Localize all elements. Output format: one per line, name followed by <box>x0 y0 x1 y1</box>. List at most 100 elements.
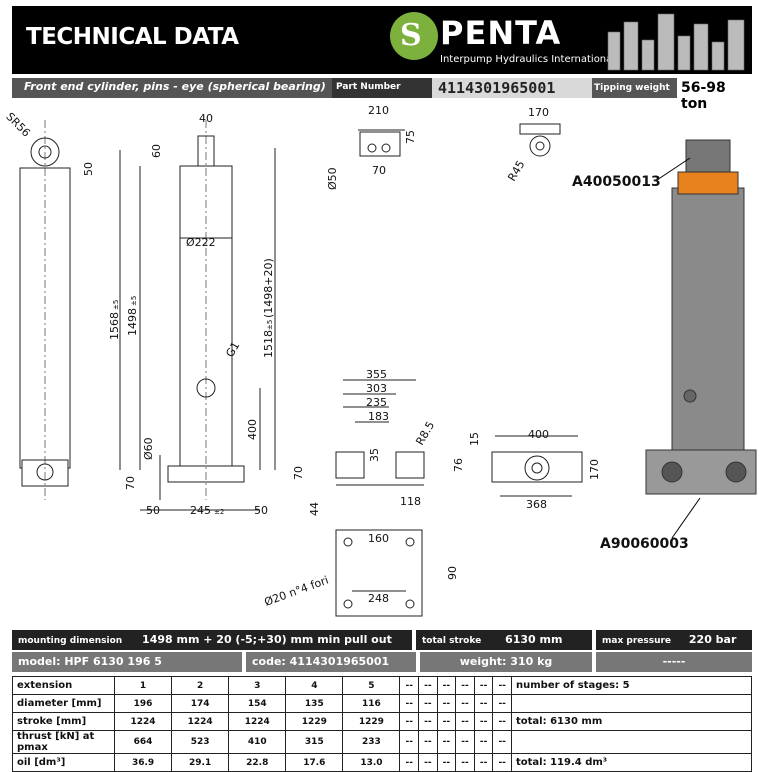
dim-top-50: Ø50 <box>326 167 339 190</box>
table-cell: -- <box>399 753 420 772</box>
table-cell: 1229 <box>342 712 401 731</box>
dim-top-170: 170 <box>528 106 549 119</box>
dim-1518-b: (1498+20) <box>262 258 275 318</box>
cylinder-description: Front end cylinder, pins - eye (spherica… <box>24 80 326 93</box>
table-cell: -- <box>418 730 438 754</box>
table-cell: -- <box>492 712 512 731</box>
header-banner: TECHNICAL DATA S PENTA Interpump Hydraul… <box>12 6 752 74</box>
dim-top-r45: R45 <box>505 158 527 183</box>
row-label: thrust [kN] at pmax <box>12 730 115 754</box>
table-cell: 174 <box>171 694 230 713</box>
dim-b235: 235 <box>366 396 387 409</box>
row-total: total: 6130 mm <box>511 712 752 731</box>
table-cell: -- <box>436 676 457 695</box>
top-mount <box>685 139 731 173</box>
dim-1498: 1498 <box>126 308 139 336</box>
dim-1518-tol: ±5 <box>266 320 274 330</box>
table-cell: 116 <box>342 694 401 713</box>
table-cell: -- <box>436 694 457 713</box>
extra-cell: ----- <box>596 652 752 672</box>
row-label: stroke [mm] <box>12 712 115 731</box>
dim-c400: 400 <box>528 428 549 441</box>
table-cell: -- <box>473 694 494 713</box>
dim-40: 40 <box>199 112 213 125</box>
table-cell: -- <box>473 730 494 754</box>
table-cell: 1224 <box>113 712 173 731</box>
collar-orange <box>677 171 739 195</box>
brand-name: PENTA <box>440 14 562 52</box>
row-total <box>511 694 752 713</box>
mounting-label: mounting dimension <box>18 636 123 646</box>
mounting-dimension-cell: mounting dimension 1498 mm + 20 (-5;+30)… <box>12 630 412 650</box>
table-cell: 154 <box>228 694 287 713</box>
callout-top-mount: A40050013 <box>572 174 661 190</box>
table-cell: 523 <box>171 730 230 754</box>
total-stroke-cell: total stroke 6130 mm <box>416 630 592 650</box>
dim-1568: 1568 <box>108 312 121 340</box>
dim-b885: R8.5 <box>413 419 437 447</box>
dim-top-75: 75 <box>404 130 417 144</box>
table-cell: -- <box>455 694 475 713</box>
table-cell: 2 <box>171 676 230 695</box>
mounting-value: 1498 mm + 20 (-5;+30) mm min pull out <box>142 633 392 646</box>
dimension-labels: SR56 40 60 50 Ø222 1568 ±5 1498 ±5 1518 … <box>3 104 601 609</box>
dim-p248: 248 <box>368 592 389 605</box>
mounting-plate <box>335 529 423 617</box>
table-cell: -- <box>473 712 494 731</box>
info-bar: Front end cylinder, pins - eye (spherica… <box>12 78 752 112</box>
dim-c170: 170 <box>588 459 601 480</box>
total-stroke-label: total stroke <box>422 636 482 646</box>
table-cell: 315 <box>285 730 344 754</box>
row-total <box>511 730 752 754</box>
cylinder-render <box>645 139 757 495</box>
dim-p160: 160 <box>368 532 389 545</box>
tipping-weight: 56-98 ton <box>677 78 752 112</box>
table-cell: -- <box>399 712 420 731</box>
table-cell: 664 <box>113 730 173 754</box>
part-number-label: Part Number <box>332 78 432 98</box>
table-cell: -- <box>436 712 457 731</box>
table-cell: -- <box>418 753 438 772</box>
table-cell: 17.6 <box>285 753 344 772</box>
table-cell: -- <box>399 676 420 695</box>
table-cell: -- <box>418 676 438 695</box>
table-cell: -- <box>473 753 494 772</box>
table-cell: 1224 <box>228 712 287 731</box>
max-pressure-cell: max pressure 220 bar <box>596 630 752 650</box>
dim-b183: 183 <box>368 410 389 423</box>
table-cell: 233 <box>342 730 401 754</box>
dim-c15: 15 <box>468 432 481 446</box>
table-cell: 4 <box>285 676 344 695</box>
max-pressure-value: 220 bar <box>688 633 737 646</box>
table-cell: 22.8 <box>228 753 287 772</box>
page-title: TECHNICAL DATA <box>26 24 239 50</box>
dim-top-70: 70 <box>372 164 386 177</box>
row-label: diameter [mm] <box>12 694 115 713</box>
table-cell: -- <box>455 676 475 695</box>
dim-60: 60 <box>150 144 163 158</box>
table-cell: -- <box>492 730 512 754</box>
table-cell: -- <box>418 712 438 731</box>
dim-222: Ø222 <box>186 236 216 249</box>
penta-logo-icon: S <box>390 12 438 60</box>
table-cell: 410 <box>228 730 287 754</box>
table-cell: 5 <box>342 676 401 695</box>
dim-50a: 50 <box>82 162 95 176</box>
table-cell: -- <box>399 730 420 754</box>
weight-cell: weight: 310 kg <box>420 652 592 672</box>
table-cell: -- <box>399 694 420 713</box>
table-cell: -- <box>418 694 438 713</box>
table-cell: -- <box>455 712 475 731</box>
dim-p-holes: Ø20 n°4 fori <box>263 574 331 609</box>
dim-b35: 35 <box>368 448 381 462</box>
cylinders-photo-icon <box>607 13 745 71</box>
dim-1498-tol: ±5 <box>130 296 138 306</box>
model-cell: model: HPF 6130 196 5 <box>12 652 242 672</box>
dim-1518: 1518 <box>262 330 275 358</box>
dim-400: 400 <box>246 419 259 440</box>
